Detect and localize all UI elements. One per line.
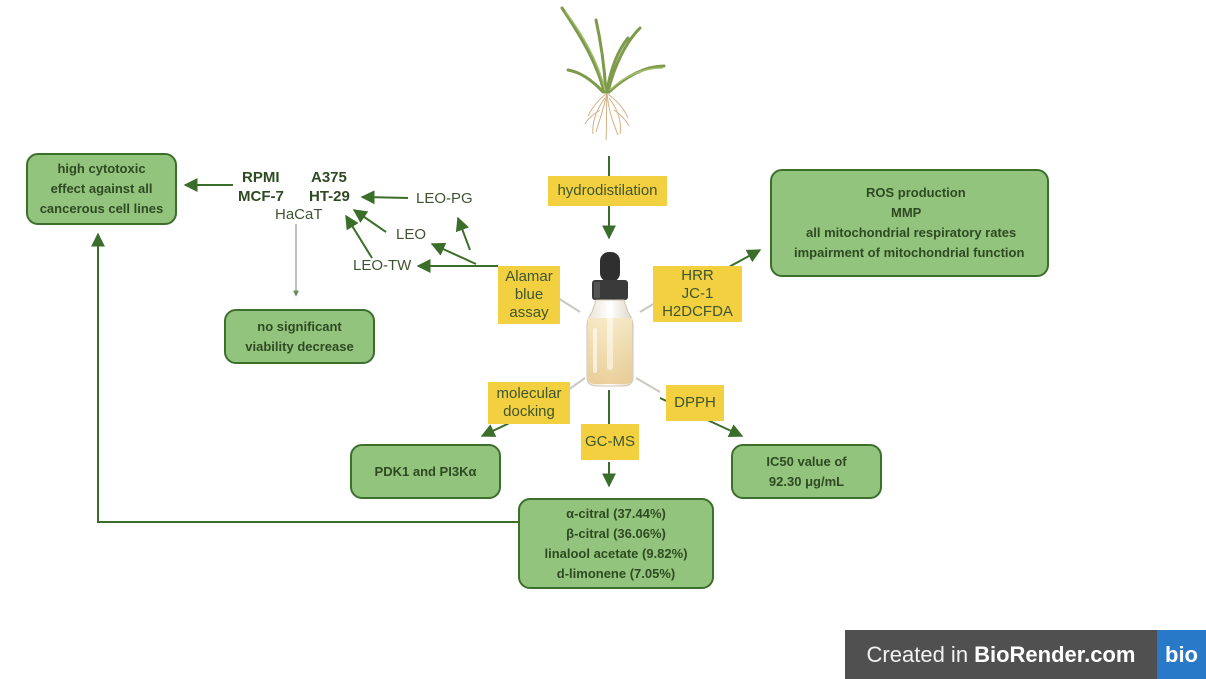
alamar-line-2: blue bbox=[514, 286, 544, 303]
docking-line-2: docking bbox=[503, 403, 555, 420]
dpph-line-1: IC50 value of bbox=[766, 453, 847, 469]
result-viability: no significant viability decrease bbox=[224, 309, 375, 364]
mito-method-line-2: JC-1 bbox=[681, 285, 714, 302]
method-mitochondrial-assays: HRR JC-1 H2DCFDA bbox=[653, 266, 742, 322]
cell-line-mcf-7: MCF-7 bbox=[238, 188, 284, 205]
method-alamar-blue-assay: Alamar blue assay bbox=[498, 266, 560, 324]
essential-oil-dropper-bottle-icon bbox=[586, 252, 634, 387]
result-mitochondrial-effects: ROS production MMP all mitochondrial res… bbox=[770, 169, 1049, 277]
watermark-text: Created in BioRender.com bbox=[845, 630, 1157, 679]
result-dpph-ic50: IC50 value of 92.30 μg/mL bbox=[731, 444, 882, 499]
gcms-component-3: linalool acetate (9.82%) bbox=[544, 545, 688, 561]
cytotoxic-line-3: cancerous cell lines bbox=[39, 201, 164, 216]
method-hydrodistilation: hydrodistilation bbox=[548, 176, 667, 206]
method-hydrodistilation-text: hydrodistilation bbox=[557, 182, 658, 199]
docking-line-1: molecular bbox=[496, 385, 562, 402]
alamar-line-1: Alamar bbox=[505, 268, 553, 285]
result-gc-ms-composition: α-citral (37.44%) β-citral (36.06%) lina… bbox=[518, 498, 714, 589]
method-dpph-text: DPPH bbox=[674, 394, 716, 411]
result-docking-targets: PDK1 and PI3Kα bbox=[350, 444, 501, 499]
method-gc-ms: GC-MS bbox=[581, 424, 639, 460]
mito-respiratory: all mitochondrial respiratory rates bbox=[806, 225, 1017, 240]
cytotoxic-line-1: high cytotoxic bbox=[57, 161, 146, 176]
viability-line-2: viability decrease bbox=[245, 338, 354, 354]
watermark-logo-text: bio bbox=[1165, 641, 1198, 667]
alamar-line-3: assay bbox=[509, 304, 549, 321]
mito-impairment: impairment of mitochondrial function bbox=[794, 245, 1025, 260]
mito-method-line-1: HRR bbox=[681, 267, 714, 284]
oil-variant-leo-tw: LEO-TW bbox=[353, 257, 412, 274]
viability-line-1: no significant bbox=[257, 318, 342, 334]
lemongrass-plant-icon bbox=[560, 6, 666, 141]
cytotoxic-line-2: effect against all bbox=[50, 181, 153, 196]
oil-variant-leo-pg: LEO-PG bbox=[416, 190, 473, 207]
oil-variant-leo: LEO bbox=[396, 226, 427, 243]
method-dpph: DPPH bbox=[666, 385, 724, 421]
mito-ros: ROS production bbox=[866, 185, 966, 200]
dpph-line-2: 92.30 μg/mL bbox=[768, 473, 845, 489]
cell-line-hacat: HaCaT bbox=[275, 206, 323, 223]
mito-mmp: MMP bbox=[891, 205, 922, 220]
cell-line-rpmi: RPMI bbox=[242, 169, 280, 186]
biorender-watermark: Created in BioRender.com bio bbox=[845, 630, 1206, 679]
watermark-prefix: Created in bbox=[866, 641, 969, 667]
mito-method-line-3: H2DCFDA bbox=[662, 303, 733, 320]
docking-targets-text: PDK1 and PI3Kα bbox=[374, 463, 477, 479]
cell-line-a375: A375 bbox=[311, 169, 347, 186]
gcms-component-4: d-limonene (7.05%) bbox=[556, 565, 676, 581]
gcms-component-2: β-citral (36.06%) bbox=[566, 525, 666, 541]
watermark-brand: BioRender.com bbox=[974, 641, 1136, 667]
gcms-component-1: α-citral (37.44%) bbox=[566, 505, 666, 521]
method-gc-ms-text: GC-MS bbox=[585, 433, 635, 450]
cell-line-ht-29: HT-29 bbox=[309, 188, 350, 205]
method-molecular-docking: molecular docking bbox=[488, 382, 570, 424]
result-cytotoxic-effect: high cytotoxic effect against all cancer… bbox=[26, 153, 177, 225]
biorender-logo-icon: bio bbox=[1157, 630, 1206, 679]
